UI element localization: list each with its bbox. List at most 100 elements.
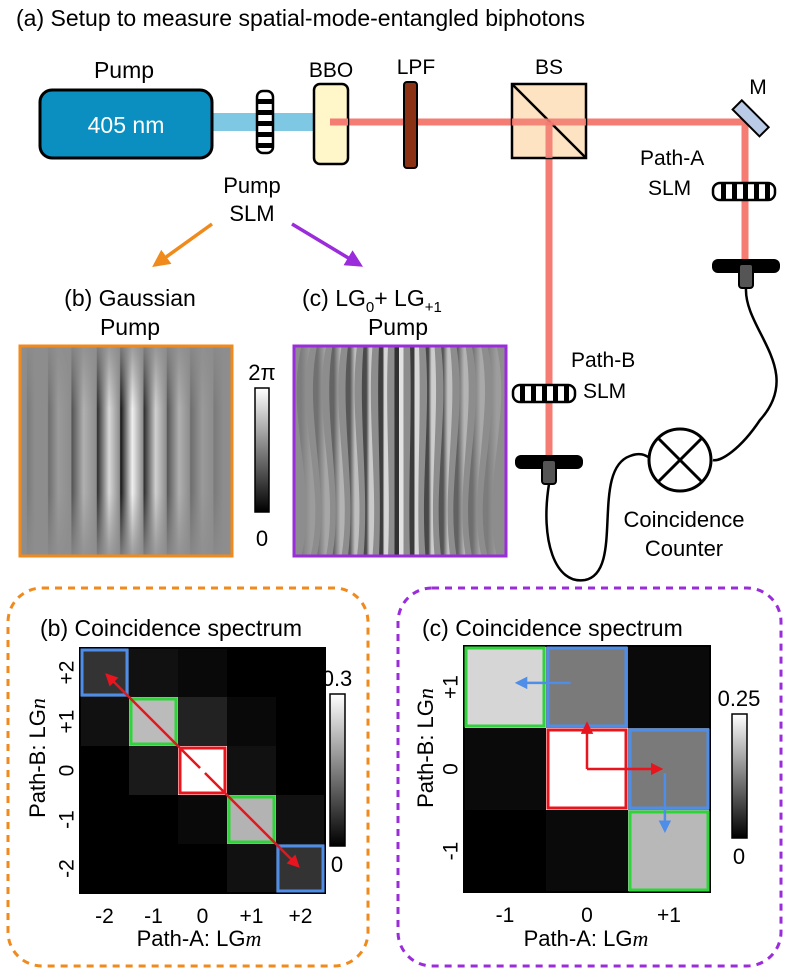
transition-arrow <box>204 772 300 868</box>
heatmap-cell-r1-c0 <box>80 697 129 746</box>
x-tick-label: 0 <box>197 905 209 928</box>
heatmap-cell-r4-c1 <box>129 844 178 893</box>
lg-sub1: +1 <box>425 299 442 316</box>
transition-arrow <box>105 673 201 769</box>
spectrum-b-xlabel: Path-A: LGm <box>137 926 262 951</box>
highlight-box <box>178 746 227 795</box>
lg-sub0: 0 <box>366 299 374 316</box>
path-a-fiber-coupler <box>712 259 780 289</box>
lg-label-1: (c) LG0+ LG+1 <box>302 285 442 316</box>
colorbar-min-label: 0 <box>733 844 745 869</box>
spectrum-c-title: (c) Coincidence spectrum <box>422 615 683 641</box>
heatmap-cell-r0-c3 <box>227 648 276 697</box>
lpf-label: LPF <box>397 56 436 79</box>
y-tick-label: +1 <box>440 675 463 699</box>
heatmap-cell-r0-c0 <box>464 646 546 728</box>
heatmap-cell-r4-c2 <box>178 844 227 893</box>
heatmap-border <box>79 647 326 894</box>
heatmap-cell-r2-c1 <box>129 746 178 795</box>
heatmap-cell-r1-c4 <box>276 697 325 746</box>
heatmap-cell-r1-c0 <box>464 728 546 810</box>
phase-colorbar <box>254 387 270 513</box>
spectrum-c-ylabel-var: n <box>413 688 438 699</box>
heatmap-cell-r0-c2 <box>628 646 710 728</box>
spectrum-c-ylabel: Path-B: LGn <box>413 688 438 808</box>
heatmap-cell-r2-c0 <box>80 746 129 795</box>
gaussian-label-1: (b) Gaussian <box>64 285 196 311</box>
heatmap-cell-r3-c2 <box>178 795 227 844</box>
lg-label-2: Pump <box>368 314 428 340</box>
spectrum-c-ylabel-prefix: Path-B: LG <box>413 699 438 808</box>
path-b-slm <box>511 383 577 404</box>
spectrum-b-xlabel-var: m <box>245 926 261 951</box>
heatmap-border <box>463 645 711 893</box>
path-a-label-1: Path-A <box>640 147 704 170</box>
heatmap-cell-r2-c3 <box>227 746 276 795</box>
highlight-box <box>227 795 276 844</box>
lg-prefix: (c) LG <box>302 285 366 311</box>
spectrum-b-ylabel-var: n <box>25 698 50 709</box>
pump-slm-label-2: SLM <box>229 201 274 226</box>
counter-label-2: Counter <box>645 536 723 561</box>
fiber-path-a <box>712 287 778 462</box>
y-tick-label: -1 <box>56 810 79 829</box>
heatmap-cell-r0-c1 <box>129 648 178 697</box>
fiber-path-b <box>545 452 651 582</box>
x-tick-label: +1 <box>657 904 681 927</box>
mirror <box>731 98 771 138</box>
spectrum-c-frame <box>396 586 783 968</box>
heatmap-cell-r2-c2 <box>628 810 710 892</box>
heatmap-cell-r2-c1 <box>546 810 628 892</box>
counter-label-1: Coincidence <box>623 507 744 532</box>
y-tick-label: +1 <box>56 710 79 734</box>
pump-slm-label-1: Pump <box>223 173 280 198</box>
spectrum-c-xlabel-prefix: Path-A: LG <box>524 926 633 951</box>
pump-wavelength: 405 nm <box>88 112 165 138</box>
y-tick-label: -1 <box>440 842 463 861</box>
heatmap-cell-r2-c0 <box>464 810 546 892</box>
spectrum-b-ylabel-prefix: Path-B: LG <box>25 709 50 818</box>
highlight-box <box>276 844 325 893</box>
colorbar <box>329 693 346 847</box>
x-tick-label: +1 <box>240 905 264 928</box>
heatmap-cell-r1-c2 <box>178 697 227 746</box>
heatmap-cell-r2-c4 <box>276 746 325 795</box>
heatmap-cell-r0-c4 <box>276 648 325 697</box>
heatmap-cell-r0-c2 <box>178 648 227 697</box>
x-tick-label: -1 <box>496 904 515 927</box>
gaussian-hologram <box>18 344 234 558</box>
setup-title: (a) Setup to measure spatial-mode-entang… <box>16 5 585 31</box>
mirror-label: M <box>749 76 767 99</box>
colorbar-max-label: 0.25 <box>718 686 761 711</box>
path-a-slm <box>711 181 777 202</box>
lg-arrow <box>291 222 363 267</box>
spectrum-b-ylabel: Path-B: LGn <box>25 698 50 818</box>
spectrum-c-plot: -1 0 +1 +1 0 -1 0.25 0 <box>440 645 761 927</box>
x-tick-label: -2 <box>95 905 114 928</box>
pump-label: Pump <box>94 57 154 83</box>
spectrum-c-xlabel: Path-A: LGm <box>524 926 649 951</box>
heatmap-cell-r0-c1 <box>546 646 628 728</box>
path-b-label-1: Path-B <box>571 349 635 372</box>
y-tick-label: 0 <box>440 763 463 775</box>
bbo-label: BBO <box>309 59 353 82</box>
x-tick-label: 0 <box>581 904 593 927</box>
highlight-box <box>129 697 178 746</box>
y-tick-label: -2 <box>56 859 79 878</box>
x-tick-label: +2 <box>289 905 313 928</box>
bs-label: BS <box>535 56 563 79</box>
lpf-filter <box>403 81 418 169</box>
spectrum-b-xlabel-prefix: Path-A: LG <box>137 926 246 951</box>
colorbar <box>731 713 748 839</box>
spectrum-b-title: (b) Coincidence spectrum <box>40 615 302 641</box>
path-b-label-2: SLM <box>583 380 626 403</box>
y-tick-label: 0 <box>56 765 79 777</box>
colorbar-max-label: 0.3 <box>322 666 353 691</box>
heatmap-cell-r1-c3 <box>227 697 276 746</box>
heatmap-cell-r4-c3 <box>227 844 276 893</box>
path-b-fiber-coupler <box>515 455 583 485</box>
pump-slm <box>255 89 275 155</box>
lg-plus: + LG <box>374 285 425 311</box>
gaussian-arrow <box>152 222 214 268</box>
